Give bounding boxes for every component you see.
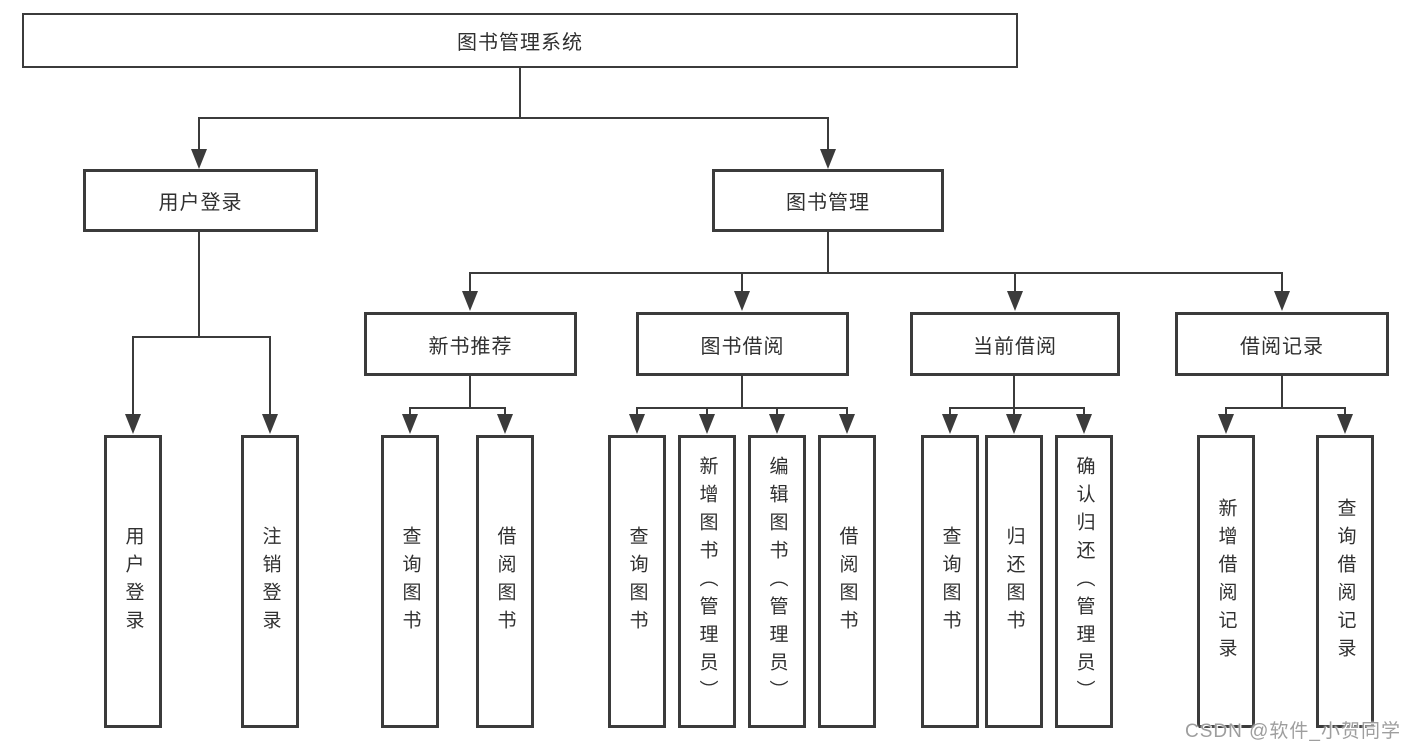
arrowhead <box>191 149 207 169</box>
connector-line <box>776 407 778 417</box>
node-label: 归还图书 <box>1003 525 1025 638</box>
arrowhead <box>262 414 278 434</box>
connector-line <box>198 117 829 119</box>
node-label: 图书管理 <box>786 192 870 214</box>
leaf-borrow-books-recommend: 借阅图书 <box>476 435 534 728</box>
node-label: 注销登录 <box>259 525 281 638</box>
node-root-library-management-system: 图书管理系统 <box>22 13 1018 68</box>
node-new-book-recommendation: 新书推荐 <box>364 312 577 376</box>
connector-line <box>949 407 951 417</box>
arrowhead <box>769 414 785 434</box>
node-borrowing-records: 借阅记录 <box>1175 312 1389 376</box>
connector-line <box>132 336 271 338</box>
arrowhead <box>125 414 141 434</box>
node-label: 当前借阅 <box>973 335 1057 358</box>
leaf-query-borrow-record: 查询借阅记录 <box>1316 435 1374 728</box>
connector-line <box>741 272 743 293</box>
connector-line <box>1013 407 1015 417</box>
connector-line <box>636 407 638 417</box>
arrowhead <box>820 149 836 169</box>
node-label: 借阅图书 <box>836 525 858 638</box>
connector-line <box>519 68 521 117</box>
connector-line <box>469 376 471 407</box>
node-label: 借阅记录 <box>1240 335 1324 358</box>
arrowhead <box>1006 414 1022 434</box>
leaf-logout: 注销登录 <box>241 435 299 728</box>
arrowhead <box>734 291 750 311</box>
arrowhead <box>1007 291 1023 311</box>
leaf-return-books: 归还图书 <box>985 435 1043 728</box>
arrowhead <box>699 414 715 434</box>
arrowhead <box>402 414 418 434</box>
connector-line <box>469 272 471 293</box>
node-user-login: 用户登录 <box>83 169 318 232</box>
node-label: 查询图书 <box>939 525 961 638</box>
connector-line <box>469 272 1283 274</box>
leaf-add-book-admin: 新增图书（管理员） <box>678 435 736 728</box>
arrowhead <box>497 414 513 434</box>
connector-line <box>198 232 200 336</box>
connector-line <box>1083 407 1085 417</box>
arrowhead <box>462 291 478 311</box>
node-label: 查询借阅记录 <box>1334 497 1356 666</box>
connector-line <box>1013 376 1015 407</box>
watermark: CSDN @软件_小贺同学 <box>1185 721 1401 742</box>
node-label: 查询图书 <box>399 525 421 638</box>
connector-line <box>1225 407 1227 417</box>
arrowhead <box>942 414 958 434</box>
connector-line <box>846 407 848 417</box>
connector-line <box>269 336 271 416</box>
arrowhead <box>629 414 645 434</box>
connector-line <box>1014 272 1016 293</box>
connector-line <box>636 407 848 409</box>
connector-line <box>198 117 200 153</box>
leaf-query-books-borrowing: 查询图书 <box>608 435 666 728</box>
connector-line <box>1344 407 1346 417</box>
connector-line <box>827 117 829 153</box>
node-label: 用户登录 <box>158 192 243 214</box>
connector-line <box>949 407 1085 409</box>
node-book-borrowing: 图书借阅 <box>636 312 849 376</box>
node-label: 借阅图书 <box>494 525 516 638</box>
leaf-edit-book-admin: 编辑图书（管理员） <box>748 435 806 728</box>
arrowhead <box>1076 414 1092 434</box>
leaf-borrow-books-borrowing: 借阅图书 <box>818 435 876 728</box>
node-book-management: 图书管理 <box>712 169 944 232</box>
node-label: 查询图书 <box>626 525 648 638</box>
node-label: 图书借阅 <box>700 335 785 358</box>
node-label: 用户登录 <box>122 525 144 638</box>
connector-line <box>504 407 506 417</box>
node-current-borrowing: 当前借阅 <box>910 312 1120 376</box>
node-label: 新增图书（管理员） <box>696 455 718 708</box>
arrowhead <box>1337 414 1353 434</box>
node-label: 确认归还（管理员） <box>1073 455 1095 708</box>
arrowhead <box>1218 414 1234 434</box>
leaf-query-books-recommend: 查询图书 <box>381 435 439 728</box>
arrowhead <box>1274 291 1290 311</box>
connector-line <box>409 407 506 409</box>
connector-line <box>1281 376 1283 407</box>
leaf-confirm-return-admin: 确认归还（管理员） <box>1055 435 1113 728</box>
connector-line <box>706 407 708 417</box>
node-label: 新书推荐 <box>428 335 513 358</box>
connector-line <box>409 407 411 417</box>
connector-line <box>132 336 134 416</box>
node-label: 图书管理系统 <box>457 32 583 54</box>
connector-line <box>827 232 829 272</box>
node-label: 编辑图书（管理员） <box>766 455 788 708</box>
node-label: 新增借阅记录 <box>1215 497 1237 666</box>
arrowhead <box>839 414 855 434</box>
leaf-add-borrow-record: 新增借阅记录 <box>1197 435 1255 728</box>
leaf-user-login: 用户登录 <box>104 435 162 728</box>
connector-line <box>741 376 743 407</box>
connector-line <box>1225 407 1345 409</box>
connector-line <box>1281 272 1283 293</box>
leaf-query-books-current: 查询图书 <box>921 435 979 728</box>
